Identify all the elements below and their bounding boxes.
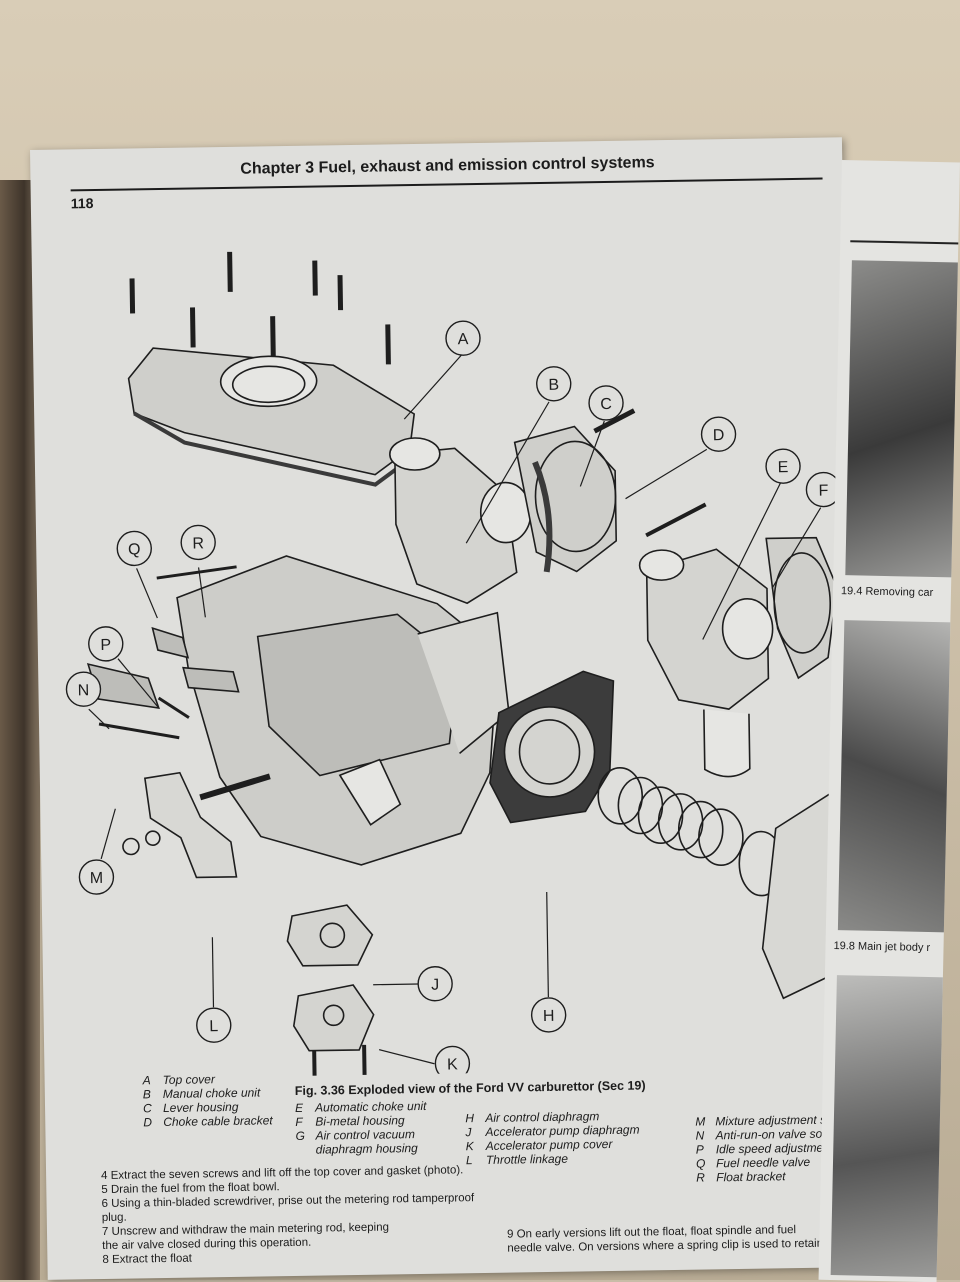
- photo-third: [830, 975, 947, 1278]
- callout-q: Q: [116, 530, 152, 567]
- callout-m: M: [78, 859, 115, 895]
- spring-part: [597, 767, 849, 1000]
- photo-caption-2: 19.8 Main jet body r: [833, 939, 931, 955]
- callout-b: B: [536, 366, 572, 402]
- manual-page: 118 Chapter 3 Fuel, exhaust and emission…: [30, 137, 860, 1280]
- svg-text:E: E: [778, 459, 789, 476]
- callout-n: N: [65, 671, 102, 707]
- svg-text:J: J: [431, 977, 439, 994]
- exploded-view-figure: A B C D E F Q R P N M L H J K: [65, 251, 849, 1080]
- figure-caption: Fig. 3.36 Exploded view of the Ford VV c…: [294, 1078, 646, 1098]
- callout-r: R: [180, 524, 216, 561]
- throttle-linkage-part: [122, 771, 238, 879]
- top-cover-part: [127, 251, 416, 487]
- callout-p: P: [88, 626, 124, 662]
- callout-e: E: [765, 448, 801, 484]
- leader-lines: [88, 354, 822, 1065]
- automatic-choke-part: [638, 536, 838, 778]
- page-number: 118: [70, 195, 94, 212]
- svg-text:H: H: [543, 1008, 555, 1025]
- svg-text:P: P: [100, 637, 111, 654]
- callout-c: C: [588, 385, 624, 421]
- header-rule: [70, 177, 823, 192]
- svg-text:Q: Q: [128, 541, 141, 558]
- svg-text:K: K: [447, 1056, 458, 1073]
- svg-text:F: F: [818, 482, 828, 499]
- photo-caption-1: 19.4 Removing car: [840, 585, 934, 600]
- callout-a: A: [445, 320, 481, 356]
- callout-d: D: [700, 416, 737, 452]
- photo-removing: [845, 260, 960, 578]
- facing-page: 19.4 Removing car 19.8 Main jet body r: [818, 160, 960, 1282]
- solenoid-part: [86, 626, 240, 740]
- svg-text:B: B: [548, 377, 559, 394]
- facing-page-rule: [850, 240, 960, 245]
- photo-main-jet: [837, 620, 955, 933]
- carburettor-body-part: [156, 555, 510, 866]
- body-text-left: 4 Extract the seven screws and lift off …: [101, 1163, 492, 1267]
- svg-text:C: C: [600, 396, 612, 413]
- svg-text:R: R: [192, 535, 204, 552]
- page-header: 118 Chapter 3 Fuel, exhaust and emission…: [70, 146, 823, 214]
- svg-text:M: M: [90, 870, 104, 887]
- svg-text:A: A: [458, 331, 469, 348]
- accelerator-pump-part: [286, 904, 375, 1080]
- callout-h: H: [530, 997, 567, 1033]
- callout-l: L: [196, 1007, 232, 1043]
- callout-j: J: [417, 966, 453, 1002]
- svg-text:N: N: [78, 682, 90, 699]
- air-control-diaphragm-part: [489, 670, 615, 824]
- svg-text:L: L: [209, 1018, 218, 1035]
- callout-k: K: [434, 1045, 471, 1080]
- svg-text:D: D: [713, 427, 725, 444]
- chapter-title: Chapter 3 Fuel, exhaust and emission con…: [240, 154, 655, 178]
- legend-row: diaphragm housing: [315, 1141, 418, 1157]
- body-text-right: 9 On early versions lift out the float, …: [507, 1222, 847, 1255]
